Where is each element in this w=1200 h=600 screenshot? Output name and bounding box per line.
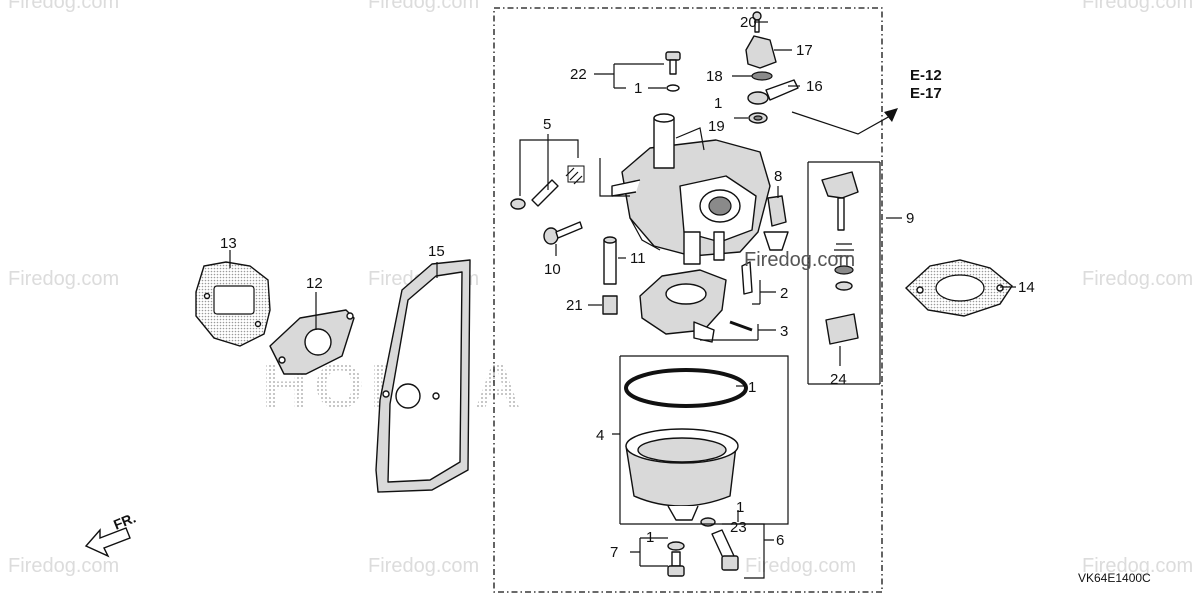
part-label-7: 7 bbox=[610, 544, 618, 561]
part-9-kit bbox=[807, 161, 881, 385]
part-label-15: 15 bbox=[428, 243, 445, 260]
carburetor-float bbox=[639, 269, 727, 343]
small-parts bbox=[510, 11, 799, 577]
part-label-16: 16 bbox=[806, 78, 823, 95]
bowl-gasket-ring bbox=[624, 368, 748, 408]
assembly-outline bbox=[493, 7, 883, 593]
part-label-19: 19 bbox=[708, 118, 725, 135]
part-13-gasket bbox=[195, 250, 271, 347]
part-label-14: 14 bbox=[1018, 279, 1035, 296]
part-label-21: 21 bbox=[566, 297, 583, 314]
watermark-text: Firedog.com bbox=[368, 555, 479, 577]
watermark-text: Firedog.com bbox=[1082, 268, 1193, 290]
part-label-20: 20 bbox=[740, 14, 757, 31]
fr-label: FR. bbox=[111, 509, 138, 532]
watermark-text: Firedog.com bbox=[1082, 555, 1193, 577]
part-label-8: 8 bbox=[774, 168, 782, 185]
watermark-text: Firedog.com bbox=[744, 249, 855, 271]
float-bowl bbox=[625, 428, 739, 521]
carburetor-body bbox=[611, 113, 771, 265]
part-15-plate bbox=[375, 259, 471, 493]
part-label-24: 24 bbox=[830, 371, 847, 388]
part-label-12: 12 bbox=[306, 275, 323, 292]
watermark-text: Firedog.com bbox=[8, 268, 119, 290]
part-label-9: 9 bbox=[906, 210, 914, 227]
front-direction-arrow: FR. bbox=[84, 509, 138, 558]
part-label-3: 3 bbox=[780, 323, 788, 340]
part-label-10: 10 bbox=[544, 261, 561, 278]
part-label-17: 17 bbox=[796, 42, 813, 59]
part-label-11: 11 bbox=[630, 250, 646, 267]
part-label-23: 23 bbox=[730, 519, 747, 536]
watermark-text: Firedog.com bbox=[8, 555, 119, 577]
part-label-1: 1 bbox=[714, 95, 722, 112]
part-label-1: 1 bbox=[634, 80, 642, 97]
leader-lines bbox=[519, 21, 1016, 579]
part-14-gasket bbox=[904, 259, 1013, 317]
part-label-6: 6 bbox=[776, 532, 784, 549]
part-label-1: 1 bbox=[736, 499, 744, 516]
part-label-5: 5 bbox=[543, 116, 551, 133]
watermark-text: Firedog.com bbox=[1082, 0, 1193, 13]
diagram-code: VK64E1400C bbox=[1078, 571, 1151, 585]
watermark-text: Firedog.com bbox=[368, 0, 479, 13]
part-labels: 20 17 22 18 16 1 1 19 5 8 9 13 15 11 10 … bbox=[220, 14, 1035, 561]
watermark-text: Firedog.com bbox=[745, 555, 856, 577]
watermarks: Firedog.com Firedog.com Firedog.com Fire… bbox=[8, 0, 1193, 577]
ref-e12: E-12 bbox=[910, 67, 942, 84]
part-label-22: 22 bbox=[570, 66, 587, 83]
part-label-4: 4 bbox=[596, 427, 604, 444]
part-label-18: 18 bbox=[706, 68, 723, 85]
part-label-1: 1 bbox=[748, 379, 756, 396]
part-label-2: 2 bbox=[780, 285, 788, 302]
part-label-13: 13 bbox=[220, 235, 237, 252]
part-label-1: 1 bbox=[646, 529, 654, 546]
ref-e17: E-17 bbox=[910, 85, 942, 102]
part-12-insulator bbox=[269, 292, 355, 375]
watermark-text: Firedog.com bbox=[8, 0, 119, 13]
